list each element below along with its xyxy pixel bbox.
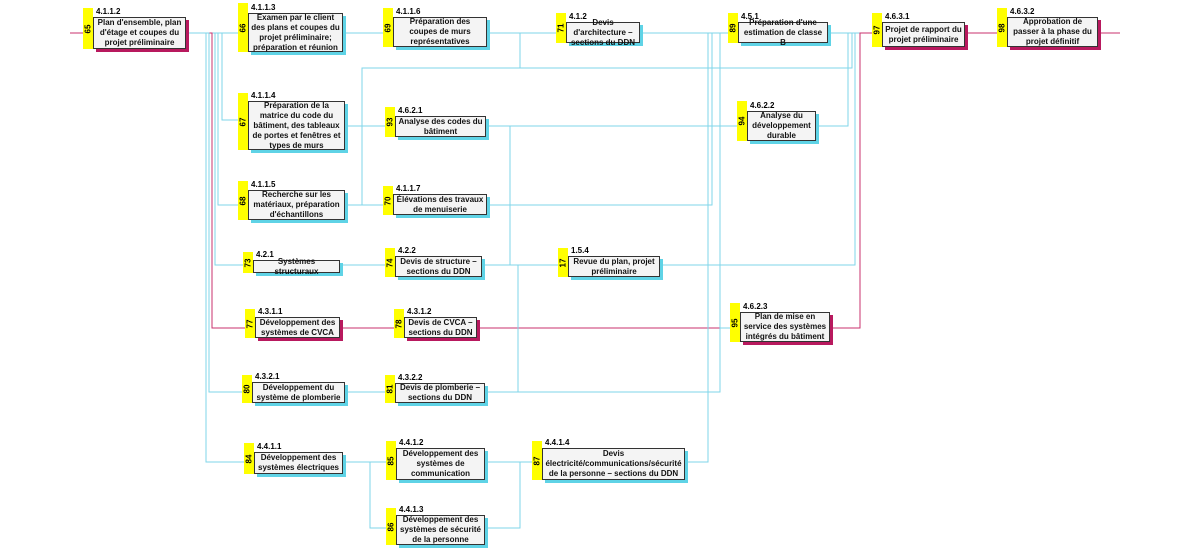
task-id-tab: 74	[385, 248, 395, 277]
task-id-tab: 69	[383, 8, 393, 47]
task-wbs-code: 4.2.1	[256, 250, 274, 259]
dependency-link	[685, 33, 709, 463]
task-wbs-code: 4.3.2.1	[255, 372, 280, 381]
task-id-tab: 84	[244, 443, 254, 474]
dependency-link	[485, 327, 730, 393]
task-wbs-code: 4.6.3.1	[885, 12, 910, 21]
task-id-tab: 95	[730, 303, 740, 342]
task-wbs-code: 4.4.1.4	[545, 438, 570, 447]
task-id-tab: 77	[245, 309, 255, 338]
task-id-tab: 98	[997, 8, 1007, 47]
task-id-tab: 86	[386, 508, 396, 545]
task-id-tab: 71	[556, 13, 566, 43]
task-id-tab: 78	[394, 309, 404, 338]
task-label: Plan de mise en service des systèmes int…	[740, 312, 830, 342]
task-label: Développement du système de plomberie	[252, 382, 345, 403]
task-wbs-code: 4.1.1.3	[251, 3, 276, 12]
task-label: Devis de CVCA – sections du DDN	[404, 317, 477, 338]
task-label: Développement des systèmes électriques	[254, 452, 343, 474]
task-id-tab: 65	[83, 8, 93, 49]
task-label: Préparation des coupes de murs représent…	[393, 17, 487, 47]
task-wbs-code: 4.4.1.3	[399, 505, 424, 514]
task-label: Développement des systèmes de communicat…	[396, 448, 485, 480]
task-wbs-code: 4.5.1	[741, 12, 759, 21]
task-id-tab: 93	[385, 107, 395, 137]
task-wbs-code: 1.5.4	[571, 246, 589, 255]
task-label: Développement des systèmes de CVCA	[255, 317, 340, 338]
task-label: Élévations des travaux de menuiserie	[393, 194, 487, 215]
dependency-link	[186, 32, 243, 266]
task-label: Systèmes structuraux	[253, 257, 340, 276]
dependency-link	[343, 461, 386, 529]
task-id-tab: 81	[385, 375, 395, 403]
task-label: Recherche sur les matériaux, préparation…	[248, 190, 345, 220]
task-label: Revue du plan, projet préliminaire	[568, 256, 660, 277]
task-id-tab: 80	[242, 375, 252, 403]
dependency-link	[816, 33, 849, 127]
dependency-link	[485, 462, 521, 529]
dependency-link	[186, 32, 242, 393]
dependency-link	[520, 33, 853, 69]
task-id-tab: 89	[728, 13, 738, 43]
task-wbs-code: 4.3.2.2	[398, 373, 423, 382]
critical-link	[830, 32, 872, 329]
task-id-tab: 67	[238, 93, 248, 150]
task-label: Développement des systèmes de sécurité d…	[396, 515, 485, 545]
task-id-tab: 66	[238, 3, 248, 52]
task-wbs-code: 4.3.1.1	[258, 307, 283, 316]
task-id-tab: 68	[238, 181, 248, 220]
task-id-tab: 87	[532, 441, 542, 480]
task-wbs-code: 4.2.2	[398, 246, 416, 255]
task-label: Devis électricité/communications/sécurit…	[542, 448, 685, 480]
task-label: Plan d'ensemble, plan d'étage et coupes …	[93, 17, 186, 49]
task-wbs-code: 4.6.2.2	[750, 101, 775, 110]
task-id-tab: 85	[386, 441, 396, 480]
task-label: Devis de plomberie – sections du DDN	[395, 383, 485, 403]
task-id-tab: 70	[383, 186, 393, 215]
task-label: Examen par le client des plans et coupes…	[248, 13, 343, 52]
task-wbs-code: 4.4.1.1	[257, 442, 282, 451]
task-wbs-code: 4.3.1.2	[407, 307, 432, 316]
task-wbs-code: 4.6.3.2	[1010, 7, 1035, 16]
task-label: Devis d'architecture – sections du DDN	[566, 18, 640, 47]
task-label: Analyse du développement durable	[747, 111, 816, 141]
task-wbs-code: 4.1.1.7	[396, 184, 421, 193]
task-wbs-code: 4.6.2.3	[743, 302, 768, 311]
task-id-tab: 73	[243, 252, 253, 273]
task-wbs-code: 4.1.1.5	[251, 180, 276, 189]
task-id-tab: 94	[737, 101, 747, 141]
task-id-tab: 17	[558, 248, 568, 277]
dependency-link	[660, 33, 856, 266]
task-wbs-code: 4.4.1.2	[399, 438, 424, 447]
dependency-link	[345, 33, 521, 206]
task-label: Analyse des codes du bâtiment	[395, 116, 486, 137]
task-wbs-code: 4.1.1.4	[251, 91, 276, 100]
task-label: Devis de structure – sections du DDN	[395, 256, 482, 277]
dependency-link	[487, 33, 713, 206]
dependency-link	[186, 32, 244, 463]
task-wbs-code: 4.6.2.1	[398, 106, 423, 115]
task-wbs-code: 4.1.2	[569, 12, 587, 21]
task-label: Préparation de la matrice du code du bât…	[248, 101, 345, 150]
task-id-tab: 97	[872, 13, 882, 47]
task-label: Projet de rapport du projet préliminaire	[882, 22, 965, 47]
task-label: Préparation d'une estimation de classe B	[738, 18, 828, 47]
task-wbs-code: 4.1.1.2	[96, 7, 121, 16]
dependency-link	[482, 126, 511, 266]
task-wbs-code: 4.1.1.6	[396, 7, 421, 16]
task-label: Approbation de passer à la phase du proj…	[1007, 17, 1098, 47]
